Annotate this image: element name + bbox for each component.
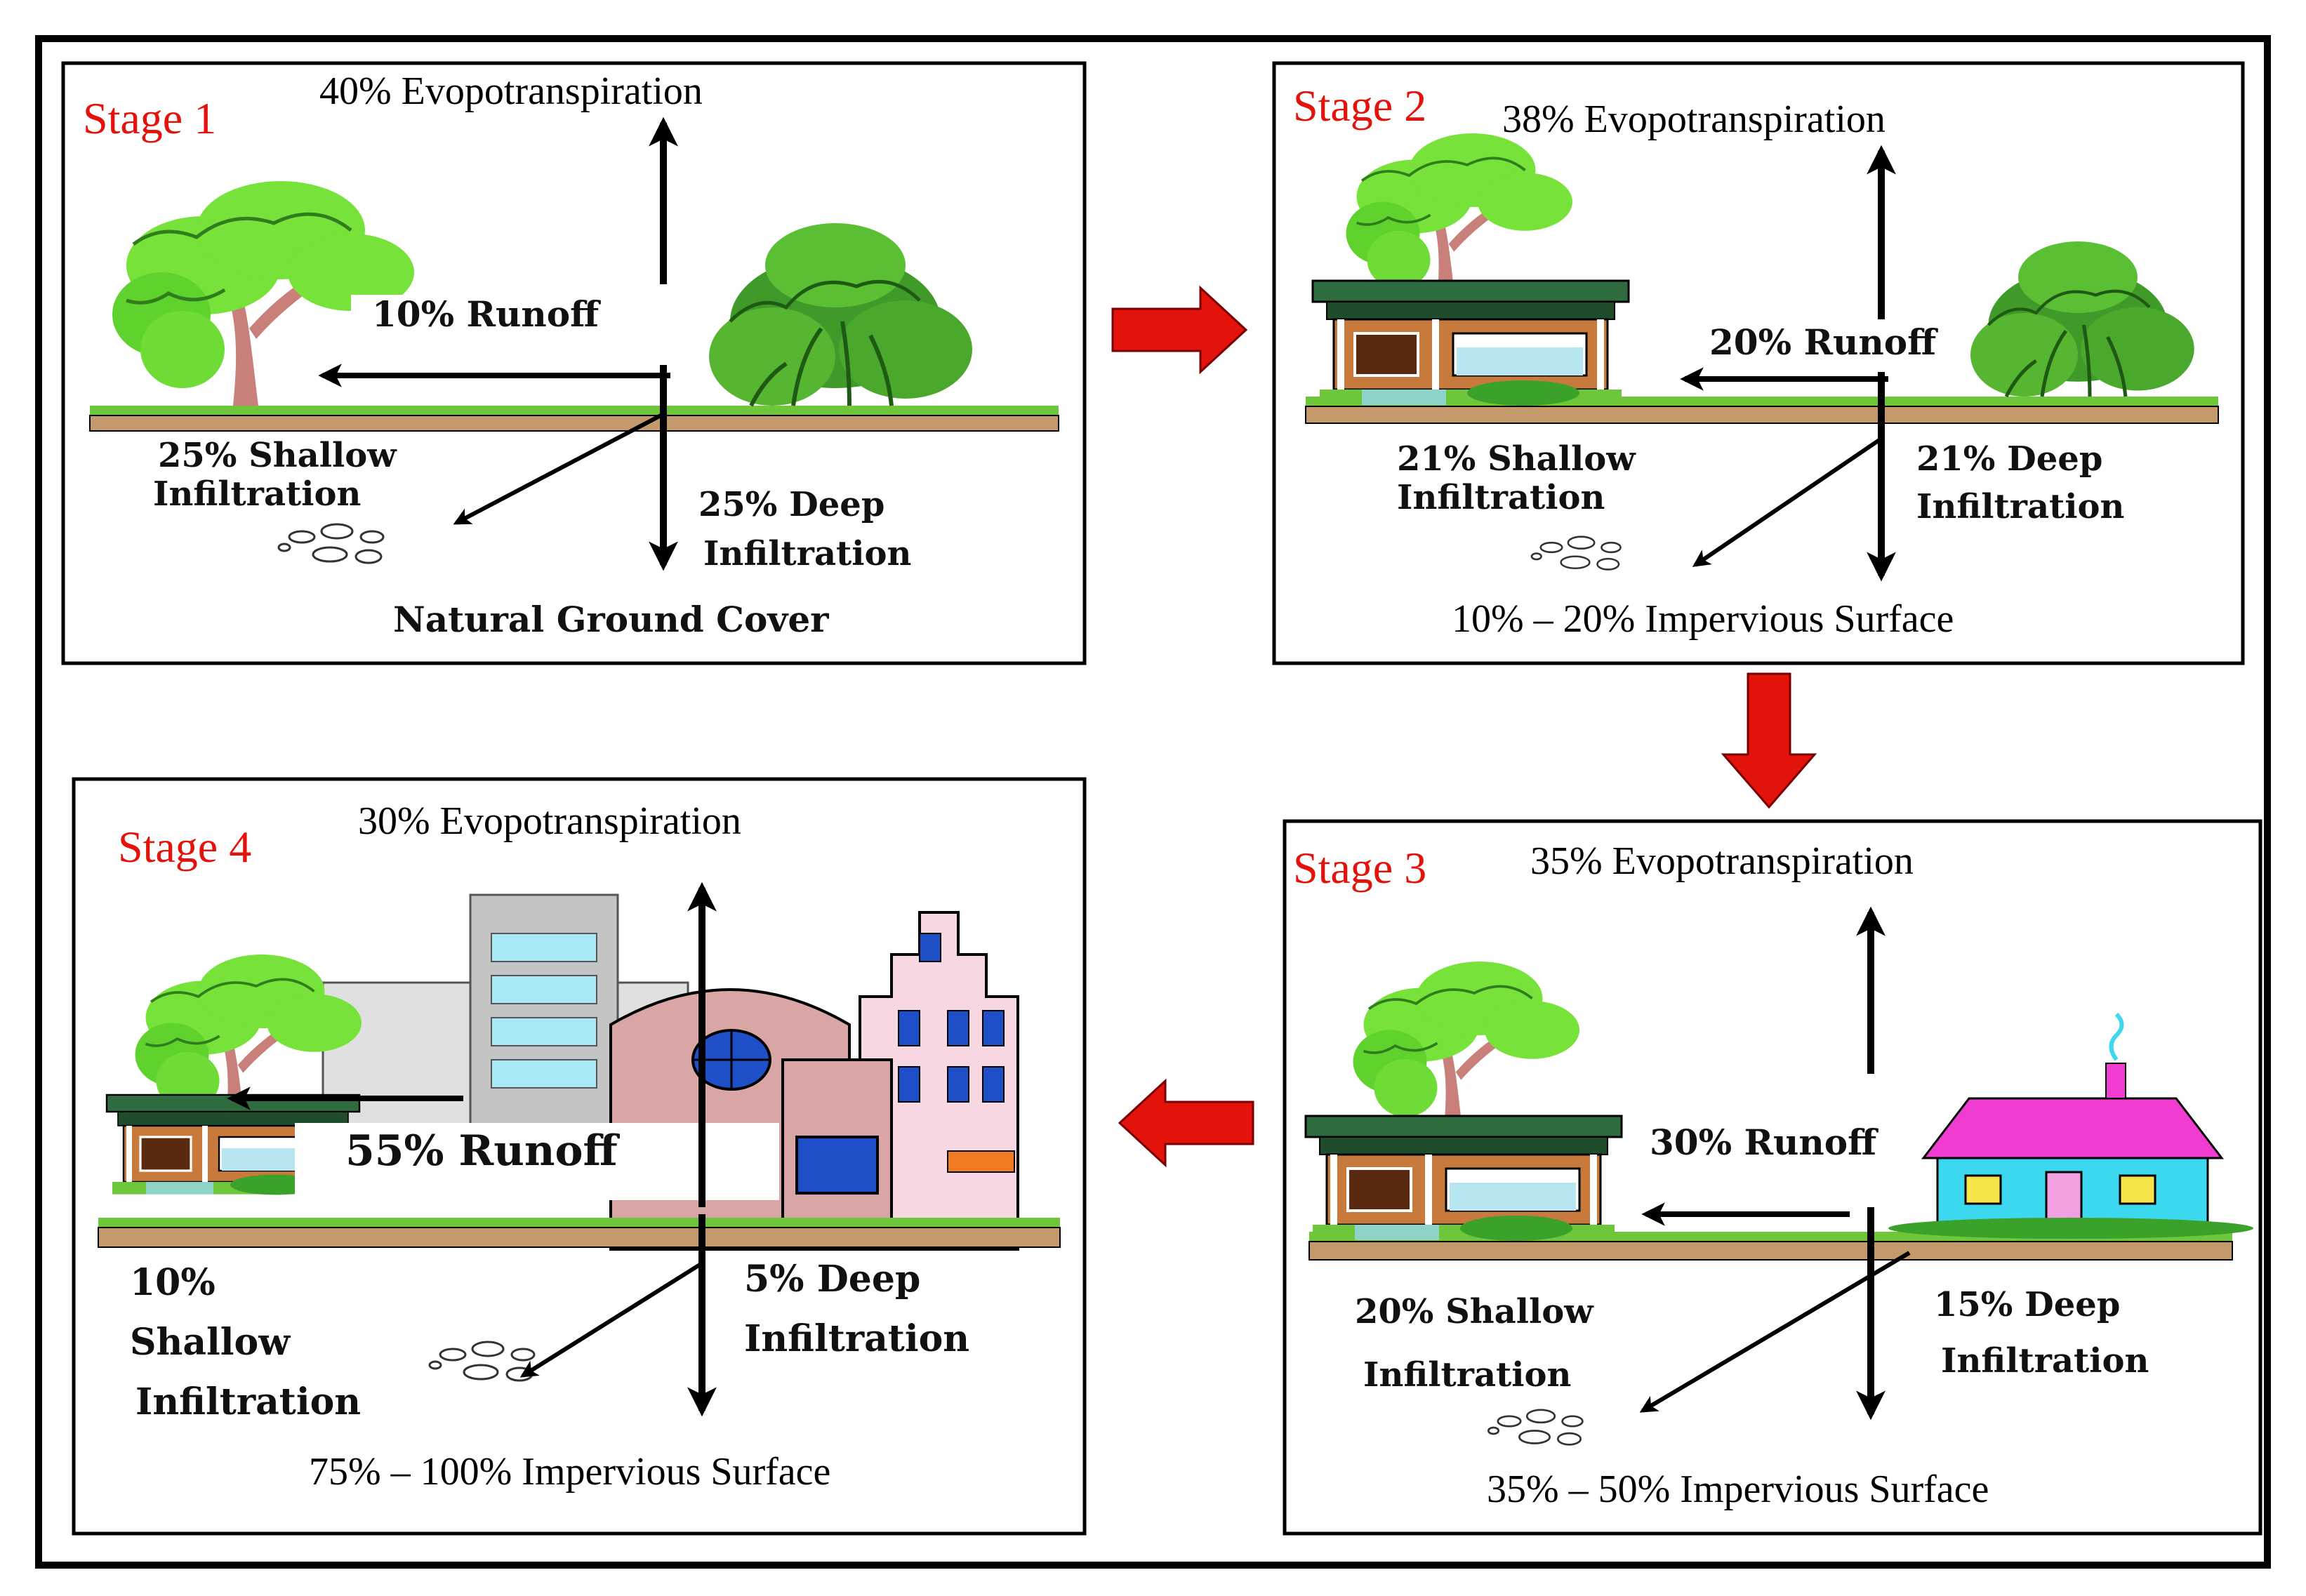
shallow-infiltration-arrow xyxy=(453,412,665,525)
runoff-label: 20% Runoff xyxy=(1709,321,1938,363)
evapotranspiration-label: 30% Evopotranspiration xyxy=(358,799,741,843)
shallow-infiltration-arrow xyxy=(519,1261,703,1378)
surface-label: 10% – 20% Impervious Surface xyxy=(1452,597,1954,641)
surface-label: 35% – 50% Impervious Surface xyxy=(1487,1468,1989,1511)
evapotranspiration-label: 38% Evopotranspiration xyxy=(1502,98,1886,141)
surface-label: Natural Ground Cover xyxy=(393,599,829,640)
flow-arrow-right xyxy=(1111,285,1248,375)
surface-label: 75% – 100% Impervious Surface xyxy=(309,1450,830,1494)
outer-frame xyxy=(35,35,2271,1569)
deep-infiltration-label: 21% Deep Infiltration xyxy=(1916,439,2124,526)
evapotranspiration-label: 40% Evopotranspiration xyxy=(319,69,703,113)
runoff-label: 55% Runoff xyxy=(345,1126,621,1176)
ground-strip xyxy=(89,406,1059,432)
deep-infiltration-label: 25% Deep Infiltration xyxy=(698,485,911,573)
shallow-infiltration-label: 10% Shallow Infiltration xyxy=(130,1261,361,1423)
shallow-infiltration-label: 25% Shallow Infiltration xyxy=(153,436,408,514)
deep-infiltration-label: 15% Deep Infiltration xyxy=(1934,1285,2149,1381)
panel-stage-3: Stage 3 35% Evopotranspiration 30% Runof… xyxy=(1283,819,2262,1536)
panel-stage-2: Stage 2 38% Evopotranspiration 20% Runof… xyxy=(1272,61,2245,665)
panel-stage-1: Stage 1 40% Evopotranspiration 10% Runof… xyxy=(61,61,1087,665)
runoff-label: 10% Runoff xyxy=(372,293,601,335)
pink-house-icon xyxy=(1888,1012,2253,1239)
flow-arrow-down xyxy=(1721,672,1817,809)
shallow-infiltration-label: 21% Shallow Infiltration xyxy=(1397,439,1647,517)
stage-label: Stage 3 xyxy=(1293,843,1426,893)
panel-stage-4: Stage 4 30% Evopotranspiration 55% Runof… xyxy=(72,777,1087,1536)
shallow-infiltration-label: 20% Shallow Infiltration xyxy=(1355,1292,1605,1395)
stage-label: Stage 2 xyxy=(1293,81,1426,131)
flow-arrow-left xyxy=(1118,1078,1254,1168)
house-icon xyxy=(1311,279,1630,407)
stage-label: Stage 1 xyxy=(83,93,216,143)
stage-label: Stage 4 xyxy=(118,822,251,872)
shallow-infiltration-arrow xyxy=(1692,437,1883,567)
evapotranspiration-label: 35% Evopotranspiration xyxy=(1530,839,1914,883)
house-icon xyxy=(1304,1115,1623,1242)
deep-infiltration-label: 5% Deep Infiltration xyxy=(744,1258,969,1360)
ground-strip xyxy=(98,1218,1061,1248)
shallow-infiltration-arrow xyxy=(1639,1251,1911,1413)
runoff-label: 30% Runoff xyxy=(1650,1122,1878,1163)
